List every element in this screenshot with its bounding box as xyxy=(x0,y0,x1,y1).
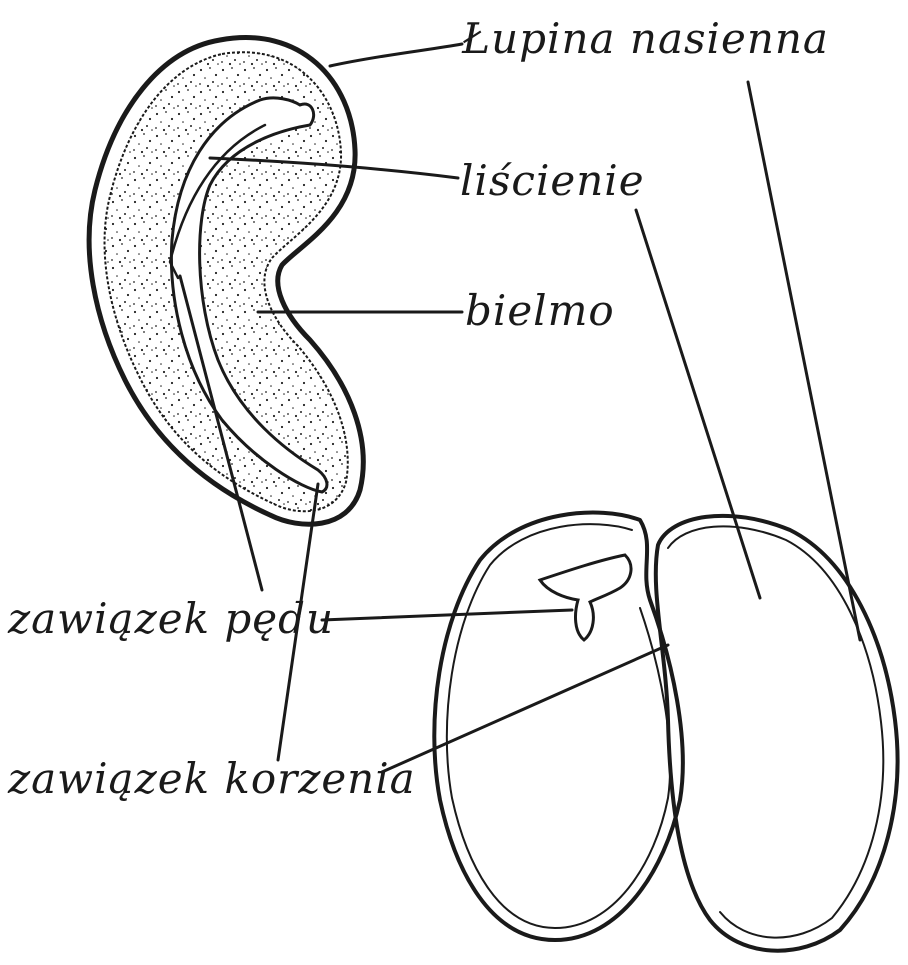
leader-radicle-right xyxy=(382,645,668,772)
leader-seed-coat-right xyxy=(748,82,860,640)
label-cotyledons: liścienie xyxy=(460,160,645,202)
label-seed-coat: Łupina nasienna xyxy=(462,18,829,60)
label-radicle: zawiązek korzenia xyxy=(8,758,416,800)
dicot-seed xyxy=(434,513,897,951)
leader-seed-coat-left xyxy=(330,44,462,66)
leader-plumule-right xyxy=(322,610,572,620)
dicot-plumule xyxy=(540,555,631,640)
label-endosperm: bielmo xyxy=(465,290,615,332)
label-plumule: zawiązek pędu xyxy=(8,598,334,640)
dicot-cotyledon-right xyxy=(656,516,898,951)
leader-cotyledons-right xyxy=(636,210,760,598)
